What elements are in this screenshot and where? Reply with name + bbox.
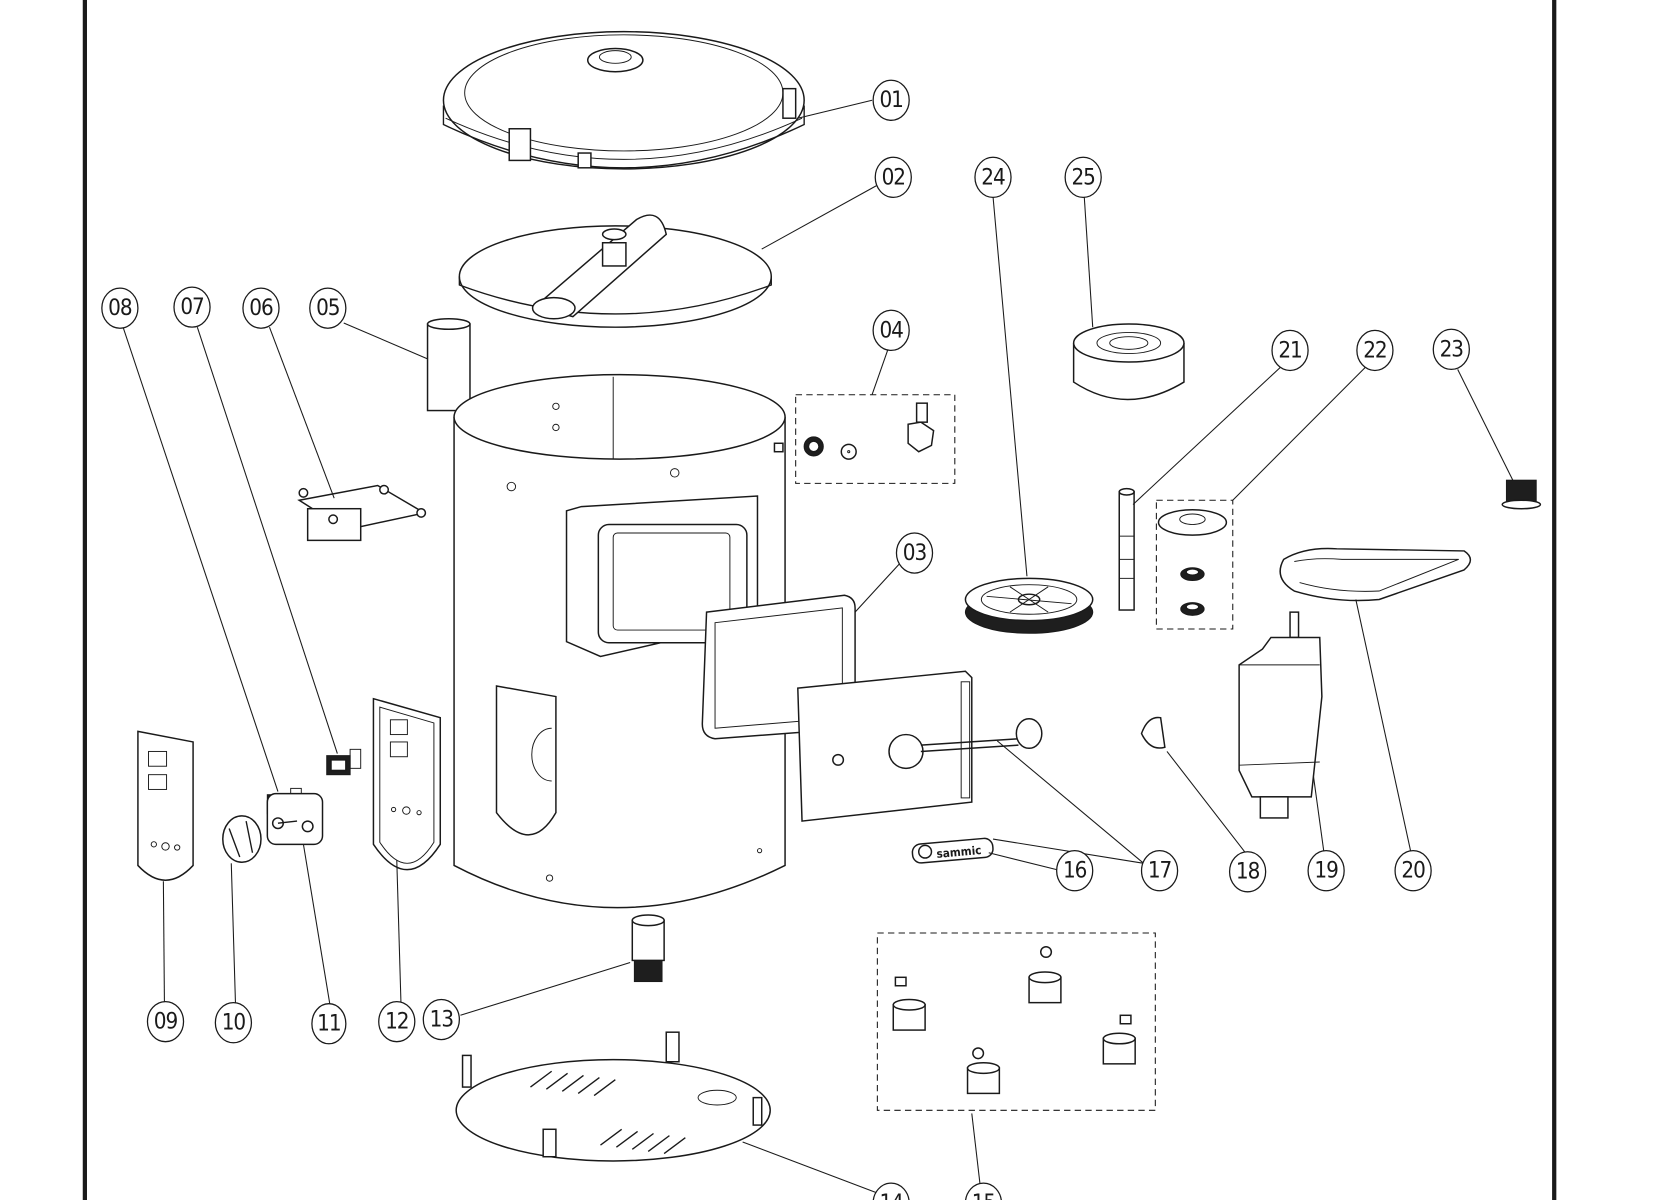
balloon-10[interactable]: 10 (214, 1002, 253, 1044)
part-05-tube[interactable] (426, 317, 471, 412)
leader-lines (122, 99, 1514, 1194)
balloon-06[interactable]: 06 (242, 287, 280, 329)
part-20-belt[interactable] (1279, 547, 1472, 602)
balloon-15[interactable]: 15 (965, 1182, 1002, 1200)
part-01-outer-lid[interactable] (442, 30, 805, 170)
part-23-pulley[interactable] (1501, 479, 1542, 510)
foot (1102, 1014, 1136, 1065)
svg-text:14: 14 (879, 1190, 903, 1200)
balloon-11[interactable]: 11 (311, 1003, 347, 1045)
svg-text:08: 08 (108, 295, 132, 321)
svg-text:03: 03 (903, 540, 927, 566)
svg-text:12: 12 (385, 1009, 408, 1035)
svg-text:09: 09 (154, 1009, 178, 1035)
part-24-toothed-wheel[interactable] (964, 577, 1094, 634)
svg-text:22: 22 (1363, 337, 1386, 363)
part-11-timer[interactable] (266, 792, 324, 846)
balloon-23[interactable]: 23 (1432, 328, 1470, 371)
svg-text:15: 15 (972, 1190, 995, 1200)
svg-text:20: 20 (1401, 858, 1425, 884)
svg-text:06: 06 (249, 295, 273, 321)
balloon-04[interactable]: 04 (872, 309, 910, 352)
balloon-22[interactable]: 22 (1356, 329, 1394, 372)
balloon-02[interactable]: 02 (874, 156, 912, 198)
part-25-drum[interactable] (1072, 323, 1185, 401)
part-17-door[interactable] (797, 670, 1043, 822)
svg-text:10: 10 (222, 1010, 246, 1036)
part-07-switch[interactable] (326, 748, 362, 776)
svg-text:24: 24 (981, 164, 1005, 190)
svg-text:16: 16 (1063, 858, 1087, 884)
part-13-drain-outlet[interactable] (631, 914, 665, 983)
balloon-03[interactable]: 03 (895, 532, 934, 574)
balloon-01[interactable]: 01 (872, 79, 910, 121)
balloon-13[interactable]: 13 (422, 998, 461, 1041)
balloon-08[interactable]: 08 (101, 287, 139, 329)
svg-text:17: 17 (1148, 858, 1172, 884)
part-12-control-panel[interactable] (372, 697, 442, 871)
balloon-25[interactable]: 25 (1064, 156, 1102, 198)
vent-slots-lower (600, 1128, 686, 1155)
balloon-17[interactable]: 17 (1140, 850, 1179, 892)
brand-logo-text: sammic (936, 843, 982, 861)
balloon-20[interactable]: 20 (1394, 850, 1432, 892)
balloon-07[interactable]: 07 (173, 286, 211, 328)
part-10-knob[interactable] (222, 815, 262, 864)
foot (892, 976, 926, 1031)
part-15-feet-kit[interactable] (876, 932, 1156, 1111)
part-06-circuit-board[interactable] (297, 484, 427, 542)
svg-text:18: 18 (1236, 859, 1260, 885)
main-body-cylinder[interactable] (453, 373, 786, 909)
balloon-24[interactable]: 24 (974, 156, 1012, 198)
balloon-18[interactable]: 18 (1228, 851, 1267, 893)
svg-text:02: 02 (882, 164, 905, 190)
part-22-bearings-kit[interactable] (1155, 499, 1234, 630)
part-14-base-plate[interactable] (455, 1031, 771, 1162)
vent-slots-upper (530, 1070, 616, 1097)
balloon-14[interactable]: 14 (872, 1182, 910, 1200)
svg-text:13: 13 (430, 1007, 454, 1033)
part-09-front-label[interactable] (137, 730, 194, 881)
part-19-motor[interactable] (1238, 611, 1323, 819)
svg-text:19: 19 (1314, 858, 1338, 884)
balloon-21[interactable]: 21 (1271, 329, 1309, 372)
svg-text:11: 11 (317, 1011, 340, 1037)
foot (1028, 945, 1062, 1004)
foot (966, 1047, 1001, 1095)
part-18-cap[interactable] (1140, 716, 1166, 749)
svg-text:07: 07 (180, 294, 204, 320)
svg-text:21: 21 (1278, 337, 1301, 363)
svg-text:25: 25 (1071, 164, 1094, 190)
part-02-inner-lid[interactable] (458, 214, 773, 328)
balloon-16[interactable]: 16 (1056, 850, 1094, 892)
svg-text:04: 04 (879, 317, 903, 343)
part-21-shaft[interactable] (1118, 487, 1135, 611)
part-16-brand-badge[interactable]: sammic (911, 837, 994, 864)
balloon-19[interactable]: 19 (1307, 850, 1345, 892)
balloon-05[interactable]: 05 (309, 287, 347, 329)
svg-text:01: 01 (879, 87, 902, 113)
balloon-12[interactable]: 12 (378, 1000, 416, 1043)
svg-text:05: 05 (316, 295, 339, 321)
part-04-fittings-kit[interactable] (795, 394, 956, 484)
balloon-09[interactable]: 09 (146, 1000, 185, 1043)
svg-text:23: 23 (1440, 336, 1464, 362)
